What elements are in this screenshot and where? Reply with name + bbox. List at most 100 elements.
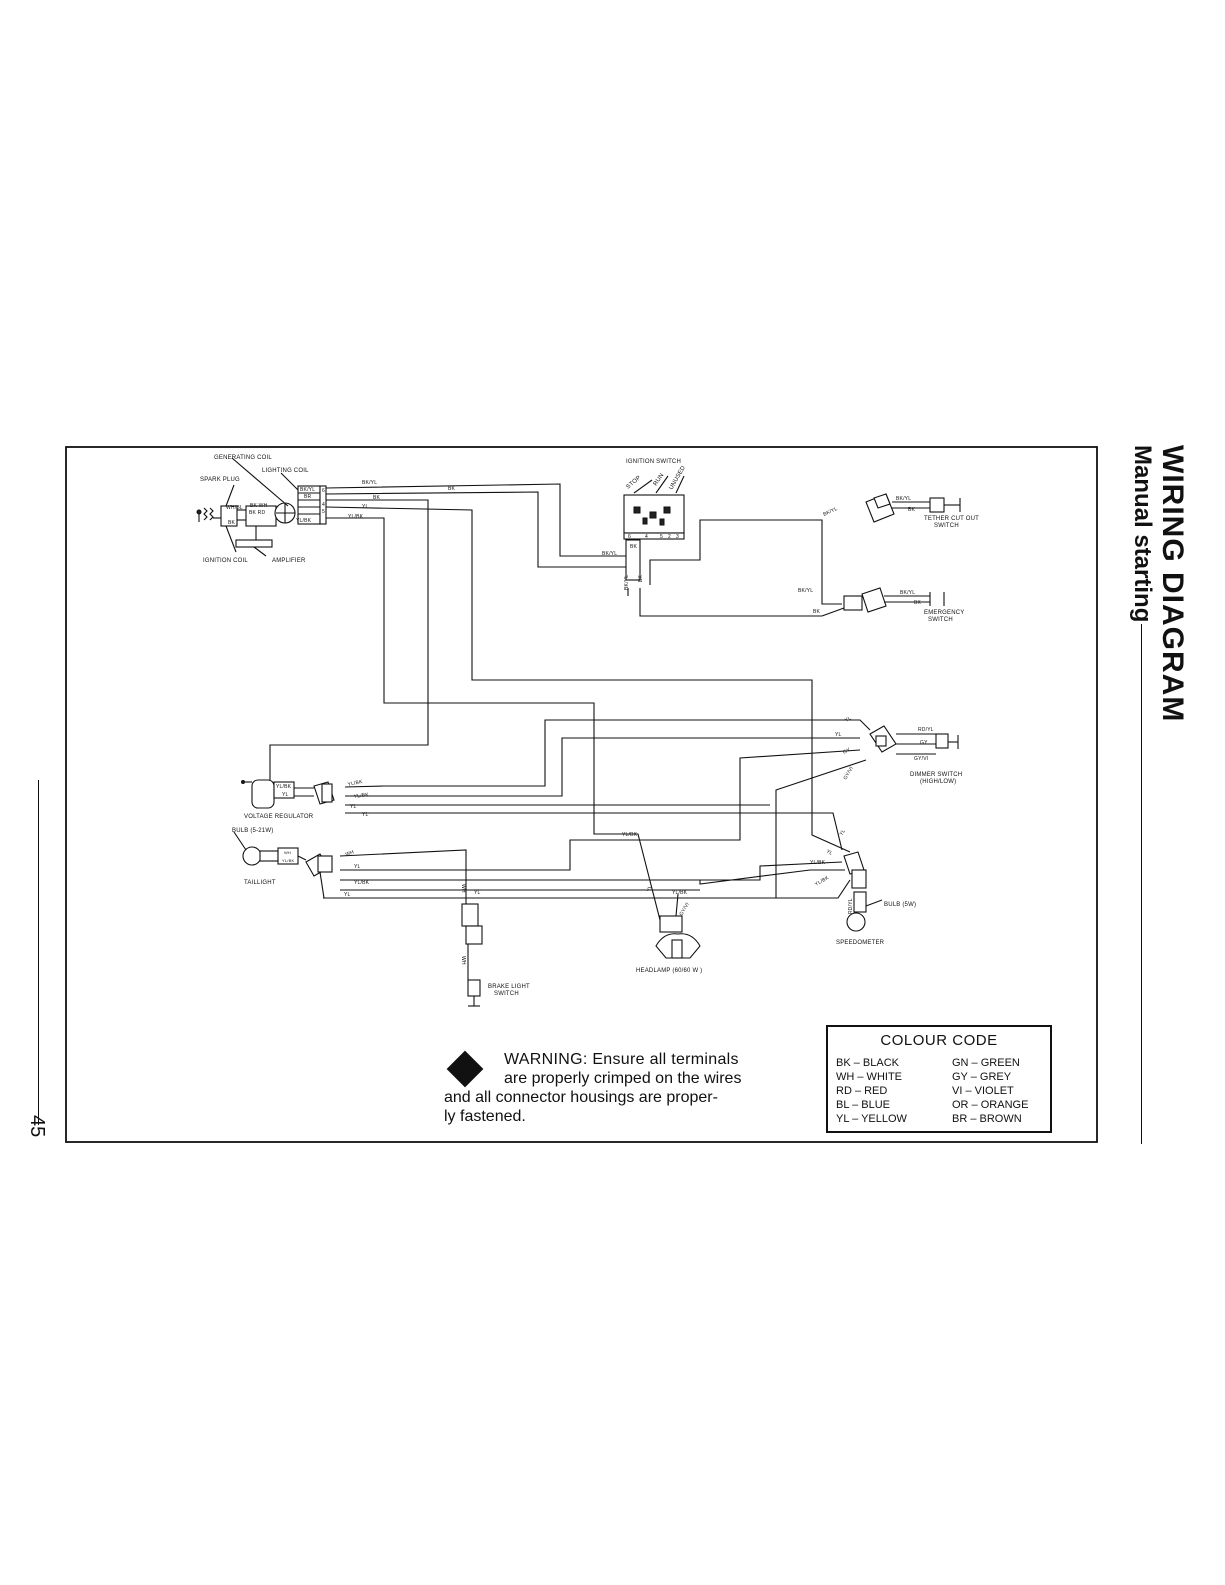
wire-label: BK <box>630 544 638 550</box>
terminal-number: 5 <box>660 534 663 540</box>
terminal-number: 6 <box>628 534 631 540</box>
wire-label: BK <box>228 520 236 526</box>
wire-label: YL/BK <box>296 518 312 524</box>
terminal-number: 5 <box>322 509 325 515</box>
colour-code-entry: BK – BLACK <box>836 1057 899 1069</box>
wire-label: YL/BK <box>276 784 292 790</box>
table-row: BK – BLACK GN – GREEN <box>836 1057 1028 1071</box>
colour-code-entry: OR – ORANGE <box>952 1099 1029 1111</box>
label-generating-coil: GENERATING COIL <box>214 455 272 461</box>
harness-wires <box>269 483 871 980</box>
warning-line-3: and all connector housings are proper- <box>444 1089 718 1106</box>
terminal-number: 2 <box>668 534 671 540</box>
label-headlamp: HEADLAMP (60/60 W ) <box>636 968 702 974</box>
label-ignition-coil: IGNITION COIL <box>203 558 248 564</box>
brake-light-switch: WH YL WH BRAKE LIGHT SWITCH <box>460 884 530 1007</box>
page-title: WIRING DIAGRAM <box>1156 445 1189 723</box>
terminal-number: 4 <box>645 534 648 540</box>
speedometer-bulb <box>846 912 866 932</box>
subtitle-text: Manual starting <box>1129 445 1156 623</box>
label-brake-switch: SWITCH <box>494 991 519 997</box>
colour-code-entry: GN – GREEN <box>952 1057 1020 1069</box>
label-tether-switch: SWITCH <box>934 523 959 529</box>
wire-label: BK/YL <box>896 496 911 502</box>
wire-label: GY <box>842 746 852 755</box>
wire-label: BK <box>908 507 916 513</box>
wire-label: BK/YL <box>624 575 630 590</box>
terminal-number: 4 <box>322 502 325 508</box>
wire-label: YL <box>474 890 481 896</box>
wire-label: BK RD <box>249 510 265 516</box>
wire-label: WH/BL <box>226 505 243 511</box>
wire-label: BK/YL <box>362 480 377 486</box>
page-number-text: 45 <box>26 1115 48 1138</box>
voltage-regulator: YL/BK YL YL/BK YL/BK YL YL VOLTAGE REGUL… <box>241 775 370 820</box>
label-spark-plug: SPARK PLUG <box>200 477 240 483</box>
wire-label: YL/BK <box>347 779 364 788</box>
wire-label: YL/BK <box>672 890 688 896</box>
wire-label: BK <box>638 574 644 582</box>
colour-code-entry: YL – YELLOW <box>836 1113 907 1125</box>
label-brake-light: BRAKE LIGHT <box>488 984 530 990</box>
wire-label: YL/BK <box>282 858 294 863</box>
wire-label: WH <box>284 850 291 855</box>
wire-label: YL <box>362 504 369 510</box>
label-amplifier: AMPLIFIER <box>272 558 306 564</box>
wire-label: YL/BK <box>622 832 638 838</box>
left-margin-rule <box>38 780 39 1125</box>
label-lighting-coil: LIGHTING COIL <box>262 468 309 474</box>
wire-label: YL <box>844 715 853 723</box>
wire-label: GY/VI <box>679 902 691 917</box>
wire-label: YL <box>825 849 834 857</box>
wire-label: BK/YL <box>900 590 915 596</box>
dimmer-switch: RD/YL GY GY/VI YL YL GY GY/VI DIMMER SWI… <box>835 715 962 785</box>
warning-line-1: WARNING: Ensure all terminals <box>504 1051 739 1068</box>
wire-label: YL <box>344 892 351 898</box>
label-switch-run: RUN <box>653 473 666 488</box>
diagram-frame <box>65 446 1098 1143</box>
emergency-switch: BK/YL BK BK/YL BK EMERGENCY SWITCH <box>798 587 964 623</box>
label-voltage-regulator: VOLTAGE REGULATOR <box>244 814 314 820</box>
wire-label: BK/YL <box>300 487 315 493</box>
table-row: RD – RED VI – VIOLET <box>836 1085 1028 1099</box>
colour-code-entry: RD – RED <box>836 1085 888 1097</box>
title-rule <box>1140 624 1142 1145</box>
label-tether-cut-out: TETHER CUT OUT <box>924 516 979 522</box>
ignition-coil-box <box>220 505 238 527</box>
wire-label: YL/BK <box>353 792 369 800</box>
amplifier-box <box>245 505 277 527</box>
taillight: WH YL/BK WH YL YL/BK YL BULB (5-21W) TAI… <box>232 828 369 899</box>
wire-label: YL/BK <box>814 875 831 888</box>
colour-code-entry: VI – VIOLET <box>952 1085 1014 1097</box>
colour-code-table: BK – BLACK GN – GREEN WH – WHITE GY – GREY… <box>836 1057 1028 1127</box>
wire-label: BK <box>373 495 381 501</box>
wire-label: WH <box>460 956 466 965</box>
label-speedometer: SPEEDOMETER <box>836 940 885 946</box>
warning-line-4: ly fastened. <box>444 1108 526 1125</box>
wire-label: BK <box>914 600 922 606</box>
wire-label: BR <box>304 494 312 500</box>
wire-label: YL <box>646 885 653 893</box>
wire-label: YL <box>350 804 357 810</box>
wire-label: YL <box>835 732 842 738</box>
colour-code-entry: GY – GREY <box>952 1071 1012 1083</box>
colour-code-entry: WH – WHITE <box>836 1071 902 1083</box>
headlamp: YL/BK YL YL/BK GY/VI HEADLAMP (60/60 W ) <box>622 832 702 974</box>
label-taillight: TAILLIGHT <box>244 880 276 886</box>
wire-label: YL/BK <box>810 860 826 866</box>
wire-label: RD/YL <box>848 898 854 914</box>
magneto-assembly: GENERATING COIL LIGHTING COIL SPARK PLUG… <box>196 455 327 564</box>
wire-label: YL <box>362 812 369 818</box>
wire-label: WH <box>460 884 466 893</box>
wire-label: BK WH <box>250 503 268 509</box>
table-row: WH – WHITE GY – GREY <box>836 1071 1028 1085</box>
wire-label: BK/YL <box>602 551 617 557</box>
wire-label: YL <box>282 792 289 798</box>
label-bulb-tail: BULB (5-21W) <box>232 828 273 834</box>
warning-line-2: are properly crimped on the wires <box>504 1070 742 1087</box>
terminal-number: 3 <box>676 534 679 540</box>
label-switch-unused: UNUSED <box>669 465 688 491</box>
wire-label: YL <box>354 864 361 870</box>
colour-code-title: COLOUR CODE <box>880 1032 998 1049</box>
